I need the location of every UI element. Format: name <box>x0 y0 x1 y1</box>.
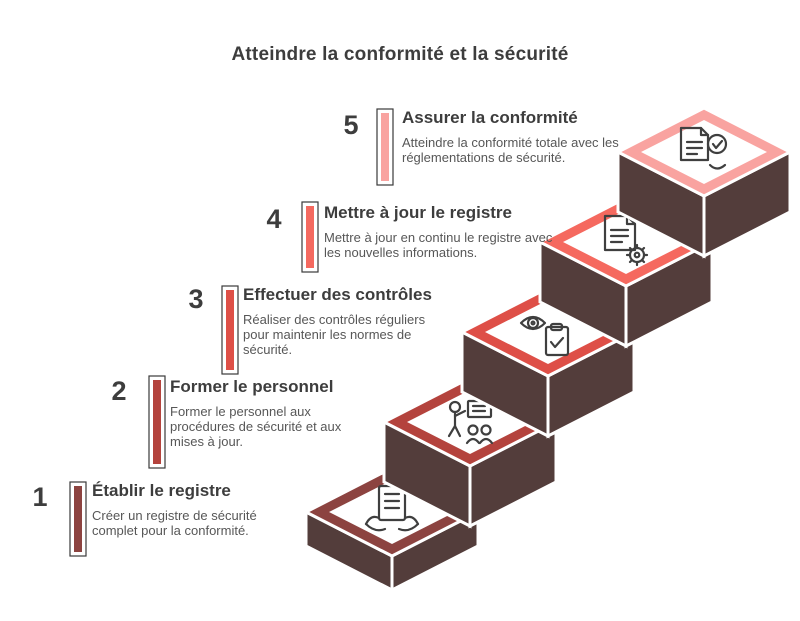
step-number-4: 4 <box>266 204 282 234</box>
accent-bar-5 <box>381 113 389 181</box>
accent-bar-1 <box>74 486 82 552</box>
step-number-2: 2 <box>111 376 127 406</box>
step-accent-bars <box>69 108 394 557</box>
step-description-2: Former le personnel aux procédures de sé… <box>170 404 342 449</box>
accent-bar-2 <box>153 380 161 464</box>
accent-bar-4 <box>306 206 314 268</box>
step-description-1: Créer un registre de sécurité complet po… <box>92 508 257 538</box>
step-number-5: 5 <box>343 110 359 140</box>
step-description-4: Mettre à jour en continu le registre ave… <box>324 230 553 260</box>
step-block-1: Établir le registre Créer un registre de… <box>92 481 287 538</box>
step-title-3: Effectuer des contrôles <box>243 285 432 304</box>
step-description-3: Réaliser des contrôles réguliers pour ma… <box>243 312 426 357</box>
stair-step-5 <box>614 106 794 259</box>
eye-checklist-icon <box>519 315 570 357</box>
page-title: Atteindre la conformité et la sécurité <box>231 44 569 65</box>
step-title-2: Former le personnel <box>170 377 334 396</box>
training-presentation-icon <box>447 399 494 445</box>
document-check-icon <box>679 126 728 170</box>
step-block-5: Assurer la conformité Atteindre la confo… <box>402 108 634 165</box>
step-block-2: Former le personnel Former le personnel … <box>170 377 370 449</box>
step-title-1: Établir le registre <box>92 481 231 500</box>
accent-bar-3 <box>226 290 234 370</box>
step-block-3: Effectuer des contrôles Réaliser des con… <box>243 285 448 357</box>
step-number-1: 1 <box>32 482 48 512</box>
step-block-4: Mettre à jour le registre Mettre à jour … <box>324 203 559 260</box>
step-top-inner <box>641 120 767 184</box>
step-title-5: Assurer la conformité <box>402 108 578 127</box>
step-description-5: Atteindre la conformité totale avec les … <box>402 135 619 165</box>
hands-register-icon <box>364 484 420 532</box>
step-number-3: 3 <box>188 284 204 314</box>
step-title-4: Mettre à jour le registre <box>324 203 513 222</box>
